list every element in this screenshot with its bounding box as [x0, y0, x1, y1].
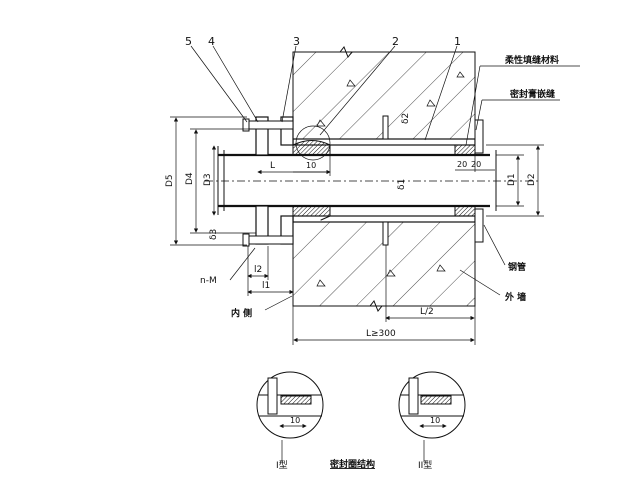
dim-d4: D4: [185, 172, 195, 185]
detail-1-dim-10: 10: [290, 416, 300, 425]
label-sealant: 密封膏嵌缝: [509, 88, 555, 100]
callout-3: 3: [293, 35, 300, 48]
inner-flange: [242, 116, 331, 247]
wall: [292, 46, 476, 312]
dim-20-a: 20: [457, 160, 467, 169]
label-type-1: I型: [276, 460, 288, 471]
dim-l2: l2: [254, 265, 262, 275]
dim-l-total: L≥300: [366, 329, 396, 339]
dim-delta3: δ3: [209, 229, 219, 240]
dim-l1: l1: [262, 281, 270, 291]
callout-1: 1: [454, 35, 461, 48]
seal-detail-type-2: [398, 371, 466, 462]
callout-2: 2: [392, 35, 399, 48]
dim-d1: D1: [507, 173, 517, 186]
seal-detail-type-1: [256, 371, 324, 462]
label-flexible-fill: 柔性填缝材料: [504, 54, 559, 66]
callout-4: 4: [208, 35, 215, 48]
dim-l-half: L/2: [420, 307, 434, 317]
callout-5: 5: [185, 35, 192, 48]
dim-delta1: δ1: [397, 179, 407, 190]
steel-pipe: [205, 146, 540, 215]
label-type-2: II型: [418, 460, 432, 471]
callout-leaders: [190, 45, 580, 311]
dimension-lines: [170, 116, 544, 345]
detail-2-dim-10: 10: [430, 416, 440, 425]
dim-l: L: [270, 161, 275, 171]
dim-d5: D5: [165, 174, 175, 187]
dim-10: 10: [306, 161, 316, 170]
dim-20-b: 20: [471, 160, 481, 169]
label-outer-wall: 外 墙: [504, 291, 526, 303]
label-seal-structure: 密封圈结构: [329, 458, 375, 470]
dim-d2: D2: [527, 173, 537, 186]
dim-d3: D3: [203, 173, 213, 186]
label-steel-pipe: 钢管: [508, 261, 526, 273]
label-n-m: n-M: [200, 276, 217, 286]
label-inner-side: 内 侧: [231, 307, 252, 319]
dim-delta2: δ2: [401, 113, 411, 124]
